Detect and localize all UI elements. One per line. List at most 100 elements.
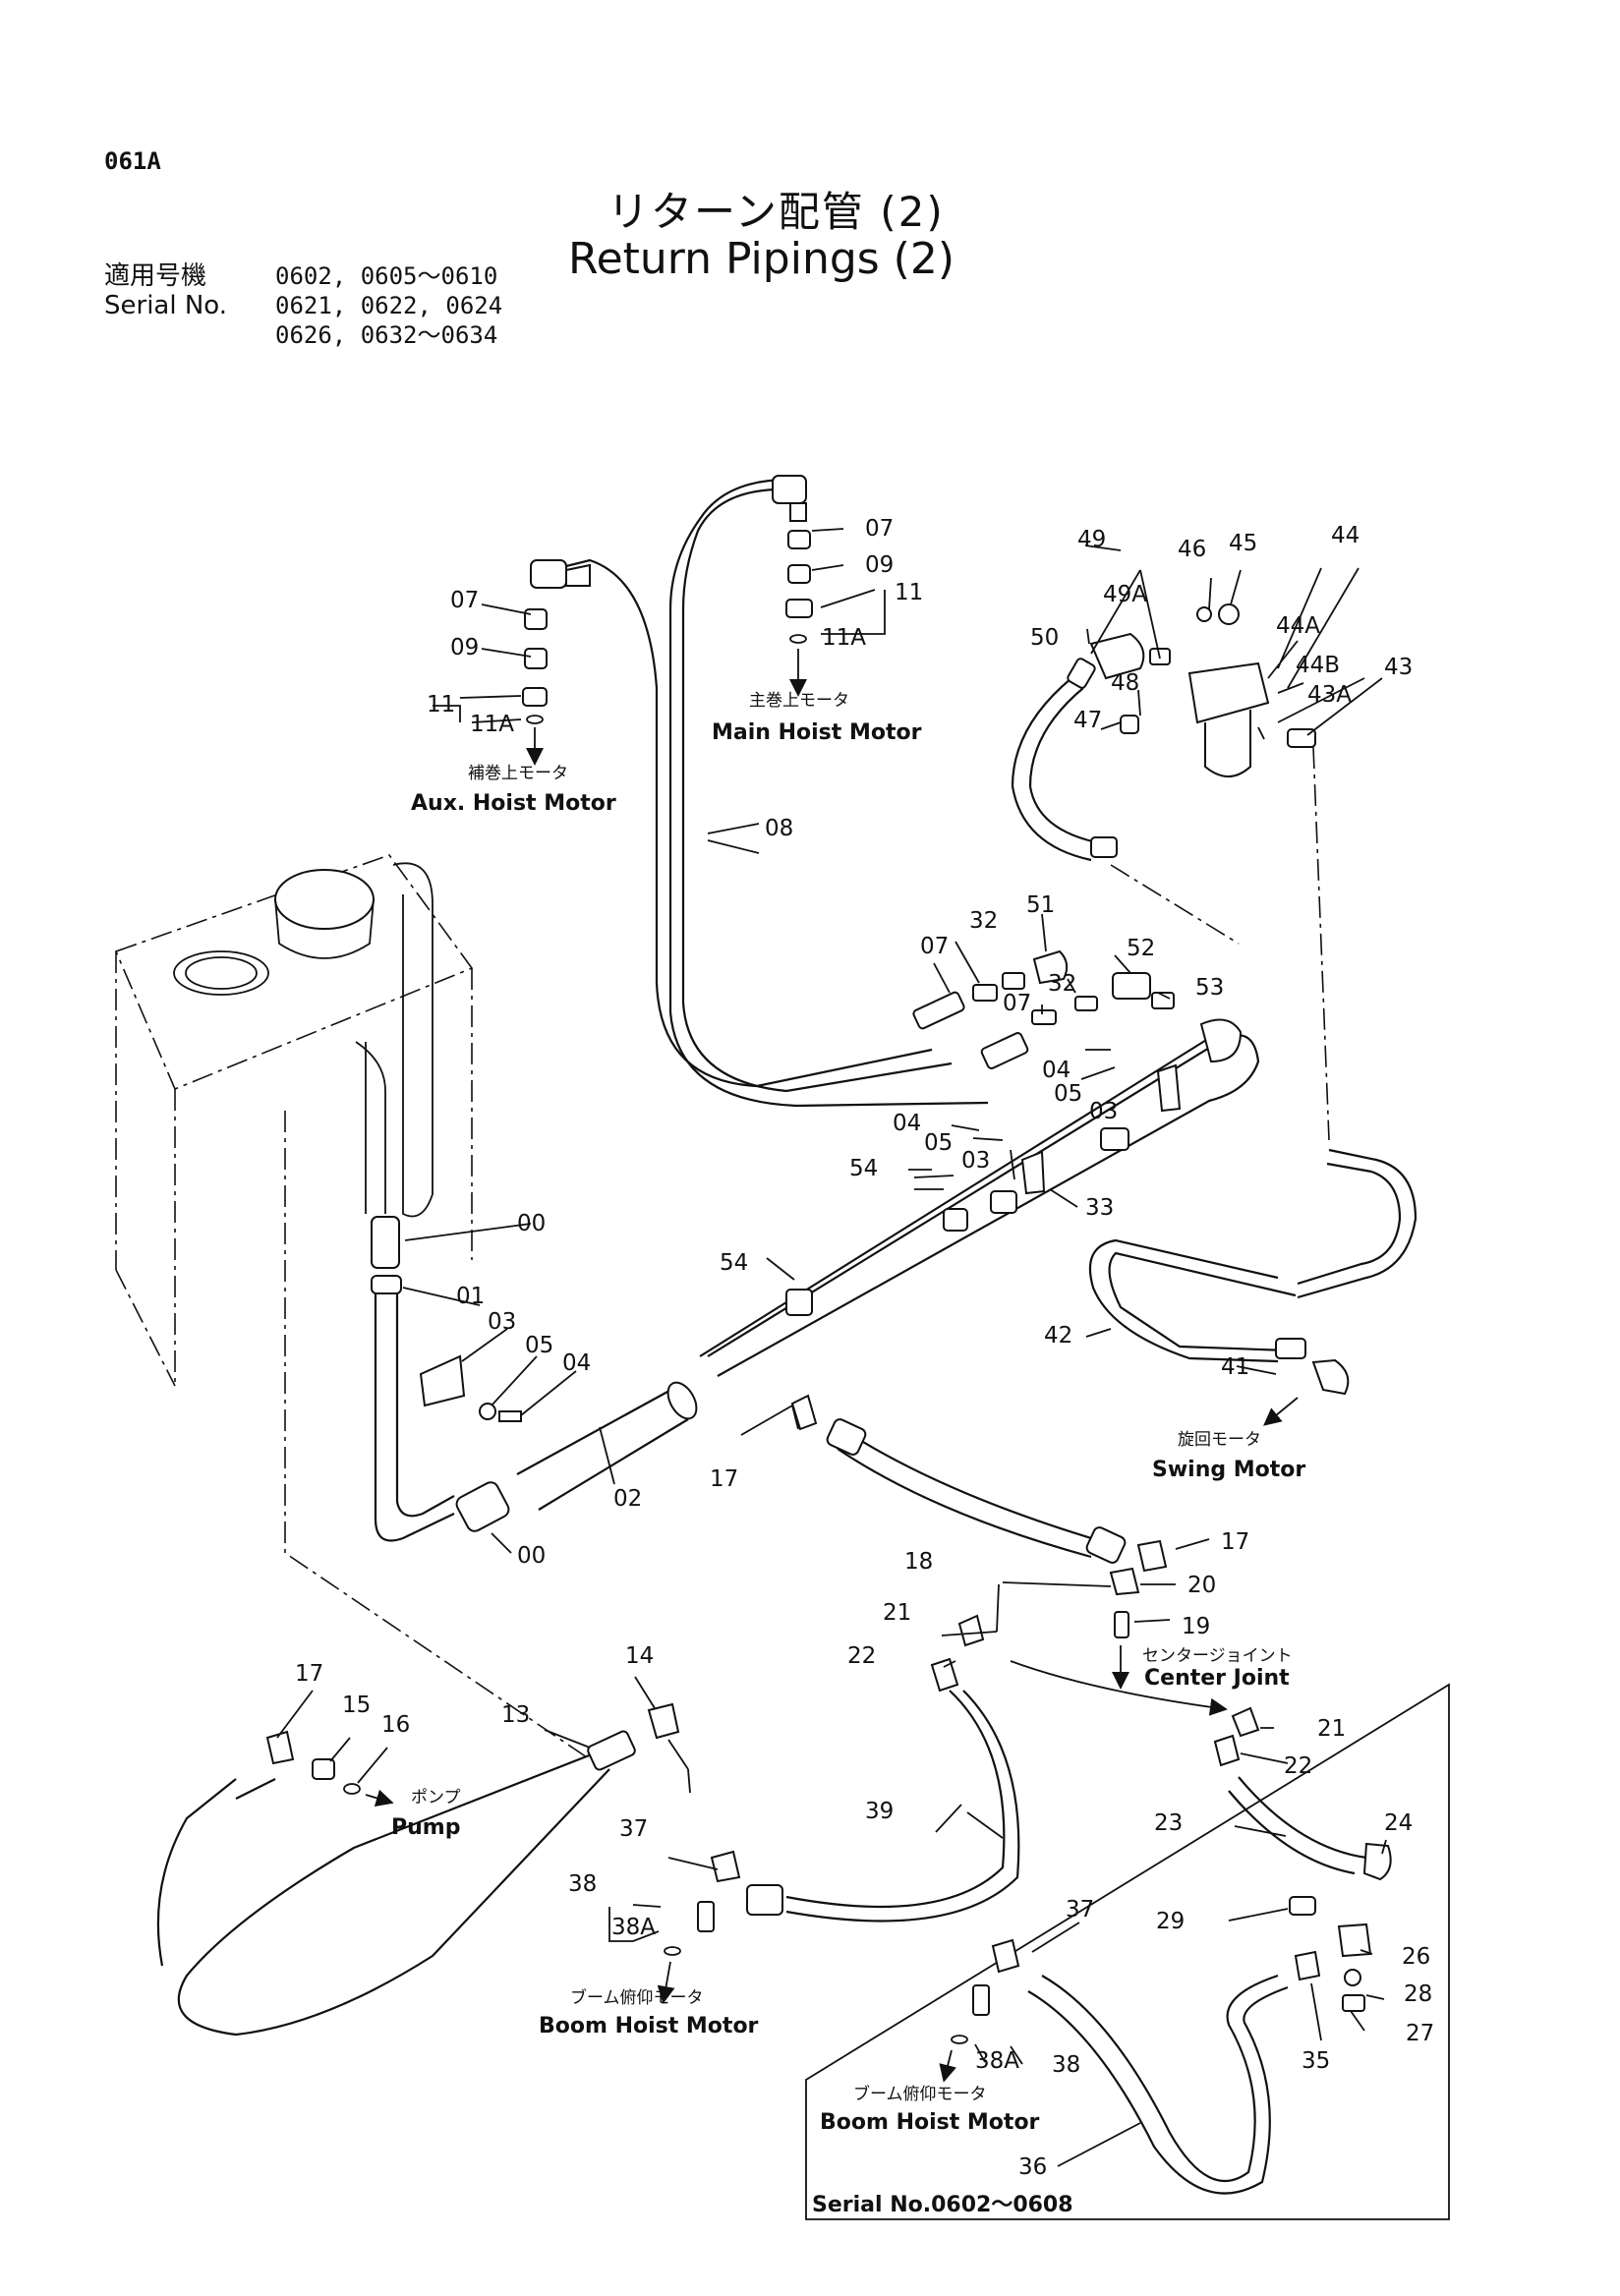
destination-labels: 補巻上モータ Aux. Hoist Motor 主巻上モータ Main Hois… [391, 691, 1305, 2217]
part-number: 32 [969, 908, 998, 934]
part-number: 51 [1026, 892, 1055, 918]
part-number: 22 [1284, 1753, 1312, 1779]
part-number: 29 [1156, 1909, 1185, 1934]
part-number: 07 [1003, 991, 1031, 1016]
part-number: 53 [1195, 975, 1224, 1001]
part-number: 33 [1085, 1195, 1114, 1221]
part-number: 18 [904, 1549, 933, 1575]
part-number: 11 [895, 580, 923, 605]
part-number: 09 [450, 635, 479, 660]
part-number: 48 [1111, 670, 1139, 696]
boom-hoist-label-jp: ブーム俯仰モータ [570, 1987, 704, 2008]
swing-motor-label: Swing Motor [1152, 1458, 1305, 1482]
part-number: 43A [1307, 682, 1352, 708]
center-joint-label-jp: センタージョイント [1142, 1646, 1293, 1666]
return-manifold [699, 1018, 1260, 1377]
part-number: 50 [1030, 625, 1059, 651]
hydraulic-tank [114, 854, 591, 1760]
part-number: 38A [611, 1915, 656, 1940]
part-number: 17 [1221, 1529, 1249, 1555]
part-number: 02 [613, 1486, 642, 1512]
center-joint-label: Center Joint [1144, 1666, 1290, 1691]
part-number: 13 [501, 1702, 530, 1728]
part-number: 07 [450, 588, 479, 613]
part-number: 17 [295, 1661, 323, 1687]
center-joint-hose [790, 1394, 1168, 1690]
swing-motor-hoses [1088, 1148, 1418, 1426]
part-number: 01 [456, 1284, 485, 1309]
page-title-japanese: リターン配管 (2) [608, 188, 945, 236]
part-number: 11 [427, 692, 455, 718]
part-number: 26 [1402, 1944, 1430, 1970]
part-number: 28 [1404, 1981, 1432, 2007]
inset-serial-caption: Serial No.0602～0608 [812, 2193, 1073, 2217]
part-number: 44 [1331, 523, 1360, 548]
page-title: Return Pipings (2) [568, 234, 955, 284]
part-number: 19 [1182, 1614, 1210, 1639]
serial-label: Serial No. [104, 291, 227, 320]
part-number: 38 [568, 1871, 597, 1897]
part-number: 04 [1042, 1058, 1070, 1083]
pump-hose-13 [156, 1702, 680, 2037]
part-number: 03 [1089, 1099, 1118, 1124]
part-number: 37 [619, 1816, 648, 1842]
aux-hoist-label-jp: 補巻上モータ [468, 764, 568, 783]
part-number: 49A [1103, 582, 1147, 607]
part-number: 21 [883, 1600, 911, 1626]
return-pipe-01 [371, 1275, 522, 1542]
part-number: 04 [893, 1111, 921, 1136]
aux-hoist-label: Aux. Hoist Motor [411, 791, 616, 816]
part-number: 24 [1384, 1810, 1413, 1836]
part-number: 15 [342, 1693, 371, 1718]
part-number: 05 [1054, 1081, 1082, 1107]
part-number: 07 [865, 516, 894, 542]
main-hoist-label-jp: 主巻上モータ [749, 691, 849, 711]
part-numbers: 00 00 01 02 03 03 03 04 04 04 05 05 05 0… [295, 516, 1434, 2180]
part-number: 21 [1317, 1716, 1346, 1742]
part-number: 44A [1276, 613, 1320, 639]
inset-boom-hoist-label: Boom Hoist Motor [820, 2110, 1040, 2135]
return-hose-02 [455, 1381, 698, 1532]
main-hoist-fitting [772, 475, 813, 697]
page-code: 061A [104, 147, 161, 175]
part-number: 04 [562, 1350, 591, 1376]
part-number: 22 [847, 1643, 876, 1669]
part-number: 37 [1066, 1897, 1094, 1923]
part-number: 20 [1187, 1573, 1216, 1598]
part-number: 45 [1229, 531, 1257, 556]
fitting-cluster [912, 949, 1175, 1069]
part-number: 00 [517, 1543, 546, 1569]
inset-boom-hoist-label-jp: ブーム俯仰モータ [853, 2084, 987, 2104]
part-number: 54 [849, 1156, 878, 1181]
part-number: 14 [625, 1643, 654, 1669]
part-number: 35 [1302, 2048, 1330, 2074]
part-number: 11A [822, 625, 866, 651]
part-number: 23 [1154, 1810, 1183, 1836]
pump-label-jp: ポンプ [411, 1788, 461, 1808]
swing-motor-label-jp: 旋回モータ [1178, 1430, 1261, 1450]
part-number: 17 [710, 1466, 738, 1492]
inset-detail [805, 1660, 1450, 2220]
part-number: 16 [381, 1712, 410, 1738]
aux-hoist-fitting [522, 559, 591, 766]
part-number: 47 [1073, 708, 1102, 733]
part-number: 08 [765, 816, 793, 841]
leader-lines [276, 528, 1387, 2167]
part-number: 05 [924, 1130, 953, 1156]
main-hoist-label: Main Hoist Motor [712, 720, 922, 745]
part-number: 49 [1077, 527, 1106, 552]
filter-assembly [1011, 603, 1330, 1141]
return-hose-08 [550, 478, 989, 1108]
part-number: 05 [525, 1333, 553, 1358]
part-number: 39 [865, 1799, 894, 1824]
boom-hoist-label: Boom Hoist Motor [539, 2014, 759, 2038]
part-number: 27 [1406, 2021, 1434, 2046]
part-number: 09 [865, 552, 894, 578]
part-number: 38 [1052, 2052, 1080, 2078]
part-number: 54 [720, 1250, 748, 1276]
part-number: 44B [1296, 653, 1340, 678]
part-number: 42 [1044, 1323, 1072, 1349]
applicable-label: 適用号機 [104, 261, 207, 291]
serial-line: 0626, 0632～0634 [275, 321, 498, 349]
